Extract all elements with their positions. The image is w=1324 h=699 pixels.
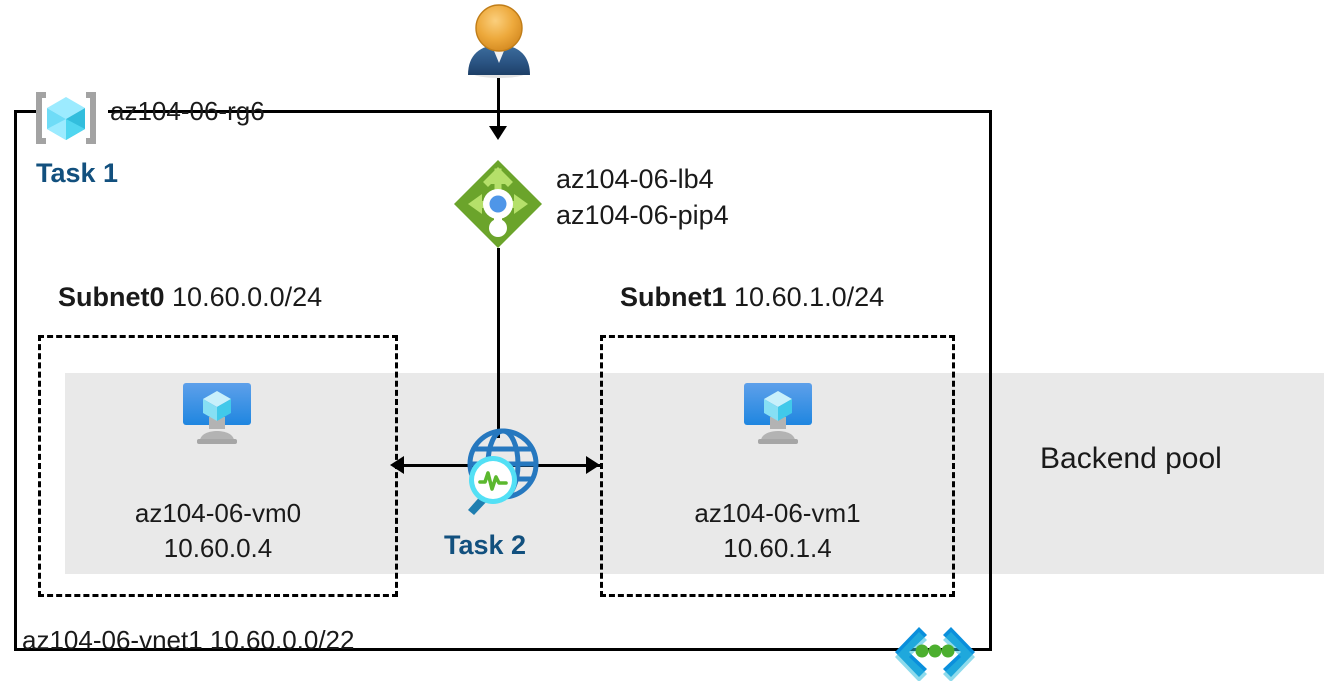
subnet0-arrowhead [390, 456, 404, 474]
vm0-ip: 10.60.0.4 [163, 532, 273, 563]
resource-group-icon [30, 88, 102, 148]
backend-pool-band [65, 373, 1324, 574]
network-watcher-icon [452, 418, 550, 516]
task-1-label: Task 1 [36, 158, 119, 188]
subnet0-title: Subnet0 10.60.0.0/24 [58, 282, 322, 313]
resource-group-border-top-right [108, 110, 992, 113]
lb-to-network-line [497, 248, 500, 438]
vm0-name: az104-06-vm0 [134, 498, 302, 528]
subnet1-box [600, 335, 955, 597]
virtual-network-icon [893, 623, 977, 682]
vm1-labels: az104-06-vm1 10.60.1.4 [600, 496, 955, 565]
user-icon [460, 3, 538, 79]
user-to-lb-line [497, 78, 500, 128]
load-balancer-labels: az104-06-lb4 az104-06-pip4 [556, 162, 729, 233]
user-to-lb-arrowhead [489, 126, 507, 140]
backend-pool-label: Backend pool [1040, 442, 1222, 475]
resource-group-name: az104-06-rg6 [110, 96, 265, 126]
vm0-labels: az104-06-vm0 10.60.0.4 [38, 496, 398, 565]
task-2-label: Task 2 [444, 530, 527, 560]
load-balancer-icon [452, 158, 544, 250]
public-ip-name: az104-06-pip4 [556, 199, 729, 230]
subnet1-arrowhead [586, 456, 600, 474]
resource-group-boundary [14, 110, 992, 651]
vm1-icon [742, 379, 814, 456]
vm1-name: az104-06-vm1 [694, 498, 861, 528]
subnet1-name: Subnet1 [620, 282, 727, 312]
subnet1-title: Subnet1 10.60.1.0/24 [620, 282, 884, 313]
load-balancer-name: az104-06-lb4 [556, 164, 714, 194]
vnet-label: az104-06-vnet1 10.60.0.0/22 [22, 625, 355, 655]
subnet0-name: Subnet0 [58, 282, 165, 312]
resource-group-border-top-left [14, 110, 36, 113]
subnet0-cidr: 10.60.0.0/24 [172, 282, 323, 312]
vm1-ip: 10.60.1.4 [723, 532, 832, 563]
subnet1-cidr: 10.60.1.0/24 [734, 282, 885, 312]
vm0-icon [181, 379, 253, 456]
